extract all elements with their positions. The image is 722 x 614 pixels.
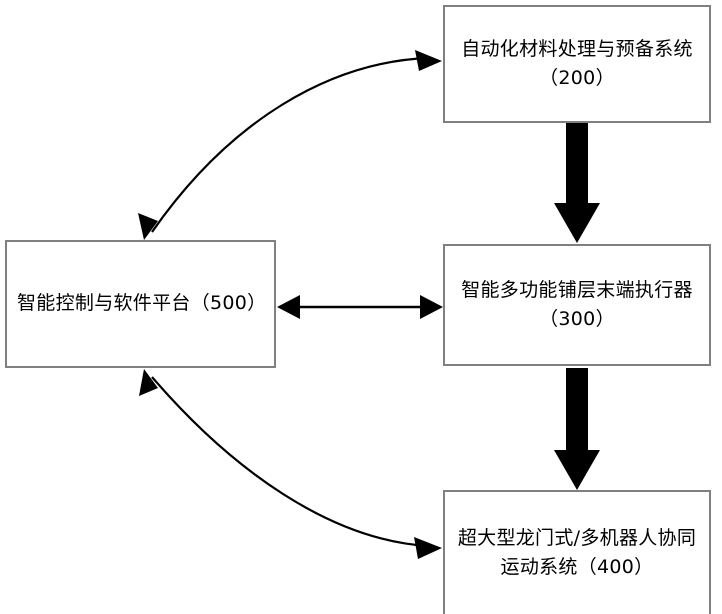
node-label: 智能多功能铺层末端执行器 （300）	[461, 278, 693, 330]
node-label: 智能控制与软件平台（500）	[17, 292, 267, 315]
node-intelligent-control-software-platform[interactable]: 智能控制与软件平台（500）	[5, 240, 276, 368]
edge-500-400	[139, 369, 442, 559]
node-gantry-multi-robot-motion-system[interactable]: 超大型龙门式/多机器人协同 运动系统（400）	[443, 490, 711, 614]
edge-300-400	[554, 368, 600, 490]
edge-500-300	[277, 295, 443, 319]
edge-200-300	[554, 123, 600, 243]
node-label: 自动化材料处理与预备系统 （200）	[461, 37, 693, 89]
node-label: 超大型龙门式/多机器人协同 运动系统（400）	[457, 526, 697, 578]
node-intelligent-layup-end-effector[interactable]: 智能多功能铺层末端执行器 （300）	[443, 244, 711, 366]
node-automated-material-handling[interactable]: 自动化材料处理与预备系统 （200）	[443, 5, 711, 123]
edge-500-200	[138, 50, 442, 240]
